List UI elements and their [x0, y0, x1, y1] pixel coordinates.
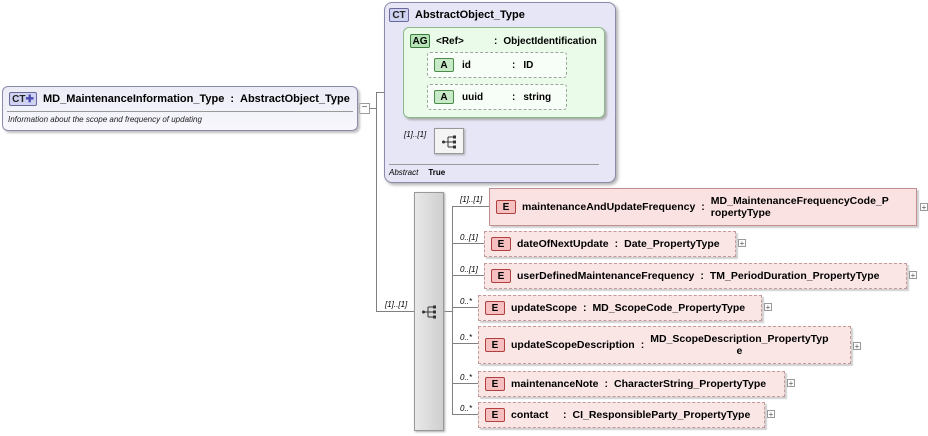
attribute-name: id: [462, 59, 471, 71]
element-name: maintenanceNote: [511, 378, 599, 390]
element-contact[interactable]: E contact : CI_ResponsibleParty_Property…: [478, 402, 765, 428]
abstract-property: Abstract True: [389, 168, 445, 177]
complex-type-badge: CT: [389, 8, 409, 22]
attribute-type: string: [523, 91, 552, 103]
element-maintenance-note[interactable]: E maintenanceNote : CharacterString_Prop…: [478, 371, 785, 397]
cardinality-label: 0..*: [460, 373, 473, 382]
element-name: userDefinedMaintenanceFrequency: [517, 270, 695, 282]
element-maintenance-and-update-frequency[interactable]: E maintenanceAndUpdateFrequency : MD_Mai…: [489, 188, 917, 226]
attribute-sep: :: [512, 91, 516, 103]
element-sep: :: [563, 409, 567, 421]
element-name: contact: [511, 409, 549, 421]
element-badge: E: [485, 408, 505, 422]
abstract-object-header: CT AbstractObject_Type: [389, 8, 525, 22]
attribute-group-sep: :: [494, 35, 498, 47]
plus-icon[interactable]: +: [909, 271, 917, 280]
attribute-group-badge: AG: [410, 34, 430, 48]
element-sep: :: [582, 302, 587, 314]
element-update-scope-description[interactable]: E updateScopeDescription : MD_ScopeDescr…: [478, 326, 851, 364]
element-sep: :: [701, 201, 705, 213]
cardinality-label: 0..[1]: [460, 265, 478, 274]
element-sep: :: [604, 378, 609, 390]
plus-icon[interactable]: +: [767, 410, 775, 419]
sequence-icon: [422, 305, 436, 319]
divider: [389, 164, 599, 165]
plus-icon[interactable]: +: [738, 239, 746, 248]
main-type-name: MD_MaintenanceInformation_Type: [43, 93, 225, 105]
attribute-badge: A: [434, 58, 454, 72]
element-type: TM_PeriodDuration_PropertyType: [709, 270, 880, 282]
element-type: MD_ScopeCode_PropertyType: [592, 302, 746, 314]
element-sep: :: [614, 238, 619, 250]
main-type-base: AbstractObject_Type: [240, 93, 350, 105]
cardinality-label: 0..[1]: [460, 233, 478, 242]
element-badge: E: [491, 237, 511, 251]
property-value: True: [428, 168, 446, 177]
element-date-of-next-update[interactable]: E dateOfNextUpdate : Date_PropertyType: [484, 231, 736, 257]
element-user-defined-maintenance-frequency[interactable]: E userDefinedMaintenanceFrequency : TM_P…: [484, 263, 907, 289]
main-type-documentation: Information about the scope and frequenc…: [8, 115, 202, 124]
main-type-sep: :: [230, 93, 234, 105]
element-badge: E: [485, 301, 505, 315]
element-type: CI_ResponsibleParty_PropertyType: [572, 409, 751, 421]
element-name: updateScope: [511, 302, 577, 314]
element-type: Date_PropertyType: [624, 238, 720, 250]
cardinality-label: 0..*: [460, 297, 473, 306]
cardinality-label: [1]..[1]: [385, 300, 408, 309]
plus-icon[interactable]: +: [853, 342, 861, 351]
element-sep: :: [640, 339, 645, 351]
cardinality-label: [1]..[1]: [460, 195, 483, 204]
plus-icon[interactable]: +: [764, 303, 772, 312]
attribute-badge: A: [434, 90, 454, 104]
property-key: Abstract: [389, 168, 419, 177]
cardinality-label: 0..*: [460, 404, 473, 413]
attribute-name: uuid: [462, 91, 484, 103]
complex-type-badge: CT✚: [9, 92, 37, 106]
attribute-type: ID: [523, 59, 534, 71]
element-update-scope[interactable]: E updateScope : MD_ScopeCode_PropertyTyp…: [478, 295, 762, 321]
element-sep: :: [700, 270, 704, 282]
main-type-header: CT✚ MD_MaintenanceInformation_Type : Abs…: [9, 92, 350, 106]
element-badge: E: [485, 377, 505, 391]
attribute-uuid[interactable]: A uuid : string: [427, 84, 567, 110]
attribute-group-header: AG <Ref> : ObjectIdentification: [410, 34, 597, 48]
element-name: updateScopeDescription: [511, 339, 635, 351]
attribute-id[interactable]: A id : ID: [427, 52, 567, 78]
cardinality-label: [1]..[1]: [404, 130, 427, 139]
collapse-icon[interactable]: −: [359, 103, 370, 114]
sequence-compositor[interactable]: [414, 192, 444, 431]
element-badge: E: [496, 200, 516, 214]
sequence-icon: [442, 135, 456, 149]
main-complex-type-box[interactable]: CT✚ MD_MaintenanceInformation_Type : Abs…: [2, 86, 358, 131]
attribute-sep: :: [512, 59, 516, 71]
sequence-compositor[interactable]: [434, 128, 464, 154]
element-name: dateOfNextUpdate: [517, 238, 609, 250]
plus-icon[interactable]: +: [787, 379, 795, 388]
attribute-group-name: <Ref>: [436, 35, 464, 47]
cardinality-label: 0..*: [460, 333, 473, 342]
element-badge: E: [485, 338, 505, 352]
plus-icon[interactable]: +: [920, 203, 928, 212]
element-name: maintenanceAndUpdateFrequency: [522, 201, 696, 213]
divider: [7, 111, 353, 112]
abstract-object-name: AbstractObject_Type: [415, 9, 525, 21]
element-badge: E: [491, 269, 511, 283]
element-type: CharacterString_PropertyType: [614, 378, 767, 390]
attribute-group-type: ObjectIdentification: [503, 35, 597, 47]
